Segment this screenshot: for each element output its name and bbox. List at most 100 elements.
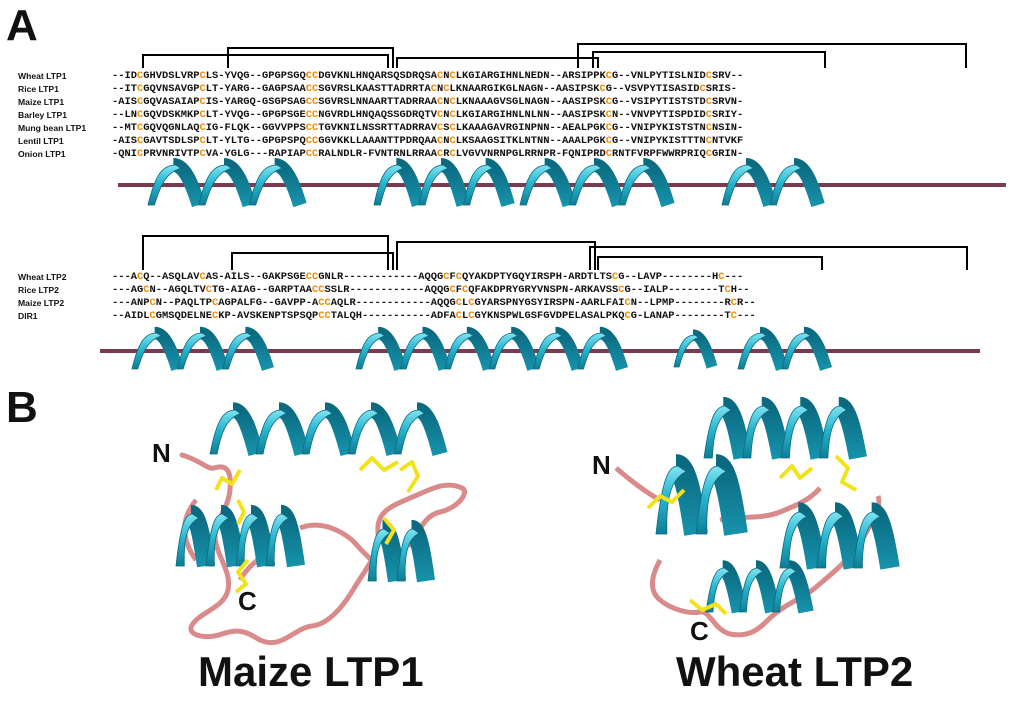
helix-segment [772,567,798,613]
helix-segment [322,402,356,456]
helix-segment [209,409,242,455]
wheat-ltp2-structure [614,396,900,638]
sequence-row: --MTCGQVQGNLAQCIG-FLQK--GGVVPPSCCTGVKNIL… [112,122,744,134]
bracket-line [142,54,389,68]
helix-segment [175,513,200,567]
c-terminus-label: C [238,586,257,616]
helix-segment [355,332,386,370]
helix-segment [301,409,334,455]
helix-segment [222,332,253,370]
row-name: Maize LTP1 [18,97,65,107]
structure-title: Maize LTP1 [198,648,424,695]
maize-ltp1-structure [175,402,467,645]
helix-segment [418,164,449,206]
helix-segment [147,164,182,206]
helix-segment [519,164,553,206]
panel-b-label: B [6,383,38,432]
helix-segment [618,164,652,206]
helix-segment [198,164,233,206]
helix-segment [393,409,426,455]
helix-segment [276,402,310,456]
helix-segment [235,513,260,567]
helix-segment [655,465,687,535]
disulfide-bond [778,464,814,480]
helix-segment [444,332,475,370]
bracket-line [597,256,823,270]
helix-segment [781,332,812,370]
disulfide-bonds [214,456,420,594]
row-name: Lentil LTP1 [18,136,64,146]
row-name: DIR1 [18,311,38,321]
row-name: Mung bean LTP1 [18,123,87,133]
helix-segment [703,405,733,459]
helix-segment [396,528,420,582]
helix-segment [779,511,808,569]
panel-a-label: A [6,1,38,50]
disulfide-bond [646,488,686,510]
helix-segment [230,402,264,456]
helix-segment [721,164,755,206]
helix-segment [532,332,563,370]
helix-segment [673,334,700,368]
n-terminus-label: N [152,438,171,468]
row-name: Barley LTP1 [18,110,68,120]
row-name: Wheat LTP2 [18,272,67,282]
bracket-line [231,252,394,270]
secondary-structure-ltp2 [100,326,980,371]
row-name: Wheat LTP1 [18,71,67,81]
disulfide-brackets-ltp2 [142,235,968,270]
c-terminus-label: C [690,616,709,646]
loop-path [614,466,662,503]
disulfide-bond [236,499,246,525]
helix-segment [738,567,764,613]
disulfide-bond [358,456,399,472]
sequence-row: -AISCGAVTSDLSPCLT-YLTG--GPGPSPQCCGGVKKLL… [112,135,744,147]
sequence-row: -QNICPRVNRIVTPCVA-YGLG---RAPIAPCCRALNDLR… [112,148,744,160]
disulfide-brackets-ltp1 [142,43,967,68]
helix-segment [577,332,608,370]
bracket-line [227,47,394,68]
sequence-row: --AIDLCGMSQDELNECKP-AVSKENPTSPSQPCCTALQH… [112,310,756,322]
helix-segment [816,511,845,569]
helix-segment [769,164,803,206]
helix-segment [205,513,230,567]
sequence-row: --LNCGQVDSKMKPCLT-YVQG--GPGPSGECCNGVRDLH… [112,109,744,121]
sequence-row: --ITCGQVNSAVGPCLT-YARG--GAGPSAACCSGVRSLK… [112,83,737,95]
helix-segment [695,465,727,535]
helix-segment [368,402,402,456]
disulfide-bond [382,516,396,545]
bracket-line [592,51,826,68]
bracket-line [396,57,599,68]
helix-segment [131,332,163,370]
sequence-row: ---AGCN--AGQLTVCTG-AIAG--GARPTAACCSSLR--… [112,284,750,296]
disulfide-bond [214,469,242,491]
helix-segment [737,332,768,370]
helix-segment [347,409,380,455]
bracket-line [577,43,967,68]
loop-path [299,522,374,563]
helix-segment [742,405,771,459]
helix-segment [414,402,448,456]
secondary-structure-ltp1 [118,158,1006,208]
disulfide-bonds [646,454,857,616]
row-name: Rice LTP2 [18,285,59,295]
helix-segment [852,511,882,569]
row-name: Onion LTP1 [18,149,66,159]
helix-segment [265,513,290,567]
helix-segment [462,164,494,206]
helix-segment [248,164,283,206]
sequence-row: ---ANPCN--PAQLTPCAGPALFG--GAVPP-ACCAQLR-… [112,297,756,309]
n-terminus-label: N [592,450,611,480]
disulfide-bond [834,454,857,492]
helix-segment [819,405,848,459]
helix-segment [488,332,519,370]
structure-title: Wheat LTP2 [676,648,914,695]
helix-segment [176,332,208,370]
row-name: Maize LTP2 [18,298,65,308]
disulfide-bond [398,460,420,494]
disulfide-bond [234,558,250,594]
helix-segment [705,567,731,613]
sequence-row: --IDCGHVDSLVRPCLS-YVQG--GPGPSGQCCDGVKNLH… [112,70,744,82]
helix-segment [399,332,430,370]
